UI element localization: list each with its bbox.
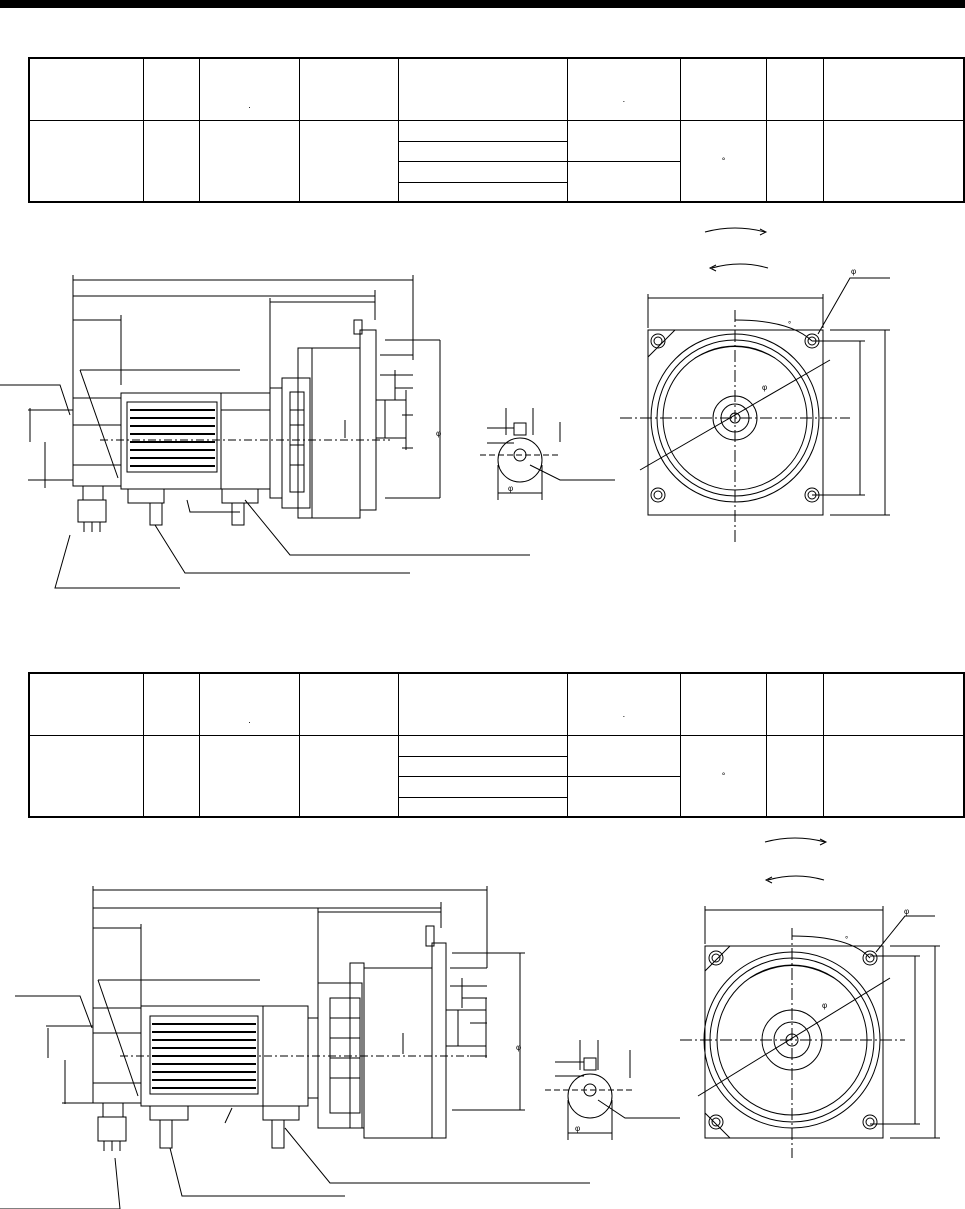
- leader-line: [0, 384, 71, 416]
- header-cell: [822, 57, 965, 121]
- table-header-row: . .: [28, 672, 965, 736]
- angle-mark: °: [788, 320, 791, 329]
- power-connector: [149, 1105, 189, 1121]
- table-header-row: . .: [28, 57, 965, 121]
- rotation-arrow-ccw: [767, 875, 825, 881]
- header-cell: [680, 57, 767, 121]
- dim-symbol: φ: [822, 1001, 827, 1010]
- table-row: °: [28, 734, 965, 818]
- gearbox-body: [311, 347, 361, 519]
- encoder-connector: [77, 499, 107, 523]
- output-flange: [359, 329, 377, 511]
- output-flange: [431, 942, 447, 1139]
- table-row: [29, 181, 964, 203]
- header-cell: [28, 672, 144, 736]
- header-cell: [398, 57, 568, 121]
- header-cell: [765, 57, 824, 121]
- header-cell: .: [566, 57, 682, 121]
- output-shaft: [445, 1009, 487, 1047]
- header-mark: .: [248, 715, 251, 726]
- leader-line: [15, 995, 93, 1029]
- dim-symbol: φ: [516, 1043, 521, 1052]
- shaft-end-view: [567, 1073, 613, 1119]
- spec-table-1: . . °: [28, 57, 965, 203]
- motor-drawing-svg-1: φ φ φ φ °: [0, 227, 890, 589]
- motor-drawing-svg-2: φ φ φ φ °: [0, 837, 940, 1209]
- header-cell: [398, 672, 568, 736]
- degree-mark: °: [721, 155, 726, 166]
- brake-connector: [262, 1105, 300, 1121]
- shaft-end-view: [497, 437, 543, 483]
- rotation-arrow-ccw: [711, 263, 769, 269]
- degree-mark: °: [721, 770, 726, 781]
- bolt-hole: [650, 487, 666, 503]
- dim-symbol: φ: [762, 383, 767, 392]
- rotation-arrow-cw: [704, 227, 766, 233]
- power-connector: [127, 488, 165, 504]
- header-cell: [142, 672, 201, 736]
- output-shaft: [375, 399, 407, 439]
- top-rule: [0, 0, 965, 8]
- header-cell: .: [199, 672, 300, 736]
- header-cell: .: [199, 57, 300, 121]
- bolt-hole: [862, 950, 878, 966]
- angle-mark: °: [845, 935, 848, 944]
- motor-drawing-2: φ φ φ φ °: [0, 828, 965, 1209]
- spec-table-2: . . °: [28, 672, 965, 818]
- bolt-hole: [708, 1114, 724, 1130]
- header-cell: [680, 672, 767, 736]
- encoder-housing: [72, 397, 122, 487]
- bolt-hole: [650, 333, 666, 349]
- brake-connector: [221, 488, 259, 504]
- dim-symbol: φ: [904, 907, 909, 916]
- table-row: [29, 160, 964, 203]
- dim-symbol: φ: [436, 429, 441, 438]
- flange-front-view: [704, 945, 884, 1139]
- bolt-hole: [708, 950, 724, 966]
- header-cell: [298, 57, 400, 121]
- table-row: °: [28, 119, 965, 203]
- motor-drawing-1: φ φ φ φ °: [0, 210, 965, 610]
- dim-symbol: φ: [851, 267, 856, 276]
- bolt-hole: [862, 1114, 878, 1130]
- header-mark: .: [622, 709, 626, 720]
- table-row: [29, 796, 964, 818]
- header-cell: [765, 672, 824, 736]
- header-cell: [142, 57, 201, 121]
- rotation-arrow-cw: [764, 837, 826, 843]
- header-mark: .: [248, 100, 251, 111]
- gearbox-adapter: [281, 377, 311, 509]
- dim-symbol: φ: [575, 1124, 580, 1133]
- header-cell: .: [566, 672, 682, 736]
- table-row: [29, 775, 964, 818]
- dim-symbol: φ: [508, 484, 513, 493]
- header-cell: [28, 57, 144, 121]
- encoder-housing: [92, 1007, 142, 1104]
- gearbox-body: [363, 967, 433, 1139]
- header-cell: [822, 672, 965, 736]
- header-cell: [298, 672, 400, 736]
- header-mark: .: [622, 94, 626, 105]
- encoder-connector: [97, 1116, 127, 1142]
